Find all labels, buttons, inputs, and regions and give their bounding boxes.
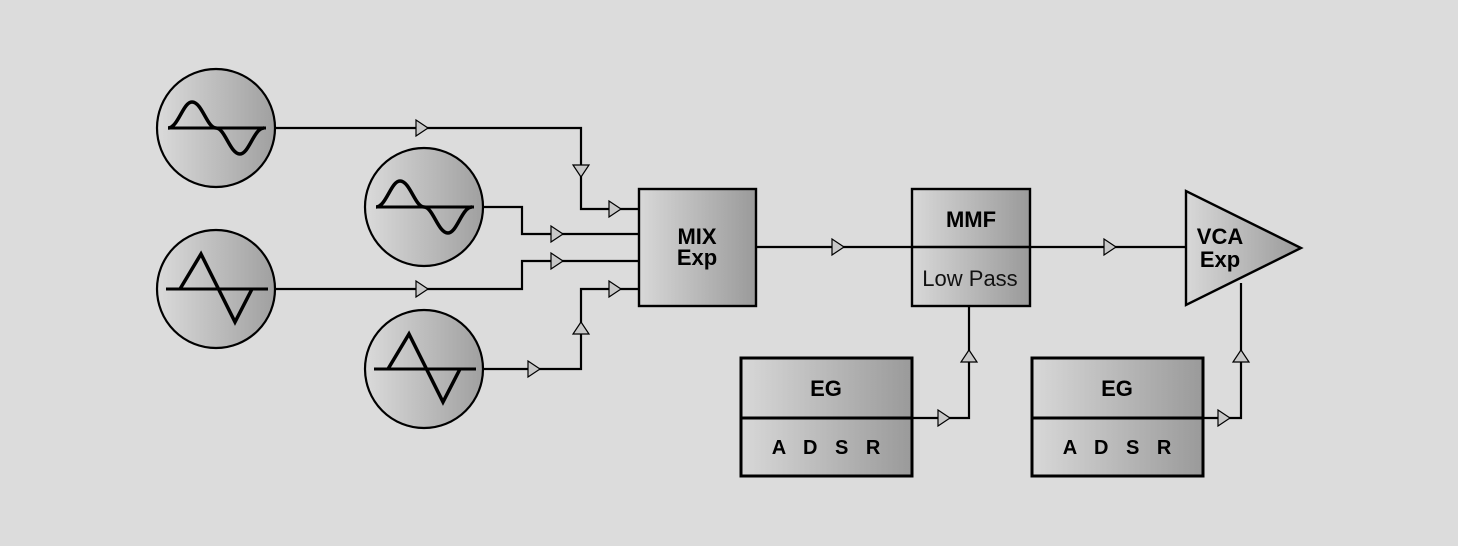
wire-eg1-to-filter [912,307,971,420]
filter-mode: Low Pass [922,266,1017,291]
mixer-sublabel: Exp [677,245,717,270]
arrow-right-icon [608,199,623,219]
sine-wave-icon [167,100,265,156]
arrow-right-icon [550,251,565,271]
oscillator-3 [155,228,277,350]
oscillator-4 [363,308,485,430]
arrow-right-icon [415,118,430,138]
arrow-up-icon [571,320,591,335]
envelope-generator-1: EG A D S R [739,356,914,478]
mixer-block: MIX Exp [637,187,758,308]
wire-osc4-to-mixer [484,287,639,371]
arrow-down-icon [571,164,591,179]
eg2-subtitle: A D S R [1063,437,1178,459]
vca-label: VCA [1197,224,1244,249]
arrow-up-icon [1231,348,1251,363]
oscillator-2 [363,146,485,268]
sawtooth-wave-icon [386,330,462,406]
sawtooth-wave-icon [178,250,254,326]
wire-eg2-to-vca [1203,283,1243,420]
arrow-right-icon [608,279,623,299]
signal-arrows [415,118,1251,428]
mixer-label: MIX [677,224,716,249]
envelope-generator-2: EG A D S R [1030,356,1205,478]
vca-sublabel: Exp [1200,247,1240,272]
wire-osc2-to-mixer [484,205,639,236]
oscillator-1 [155,67,277,189]
filter-title: MMF [946,207,996,232]
sine-wave-icon [375,179,473,235]
arrow-right-icon [550,224,565,244]
arrow-right-icon [1217,408,1232,428]
filter-block: MMF Low Pass [910,187,1032,308]
arrow-right-icon [831,237,846,257]
arrow-right-icon [527,359,542,379]
arrow-right-icon [415,279,430,299]
arrow-up-icon [959,348,979,363]
vca-block: VCA Exp [1184,189,1304,307]
eg1-title: EG [810,376,842,401]
arrow-right-icon [937,408,952,428]
arrow-right-icon [1103,237,1118,257]
eg2-title: EG [1101,376,1133,401]
eg1-subtitle: A D S R [772,437,887,459]
wire-osc3-to-mixer [276,259,639,291]
